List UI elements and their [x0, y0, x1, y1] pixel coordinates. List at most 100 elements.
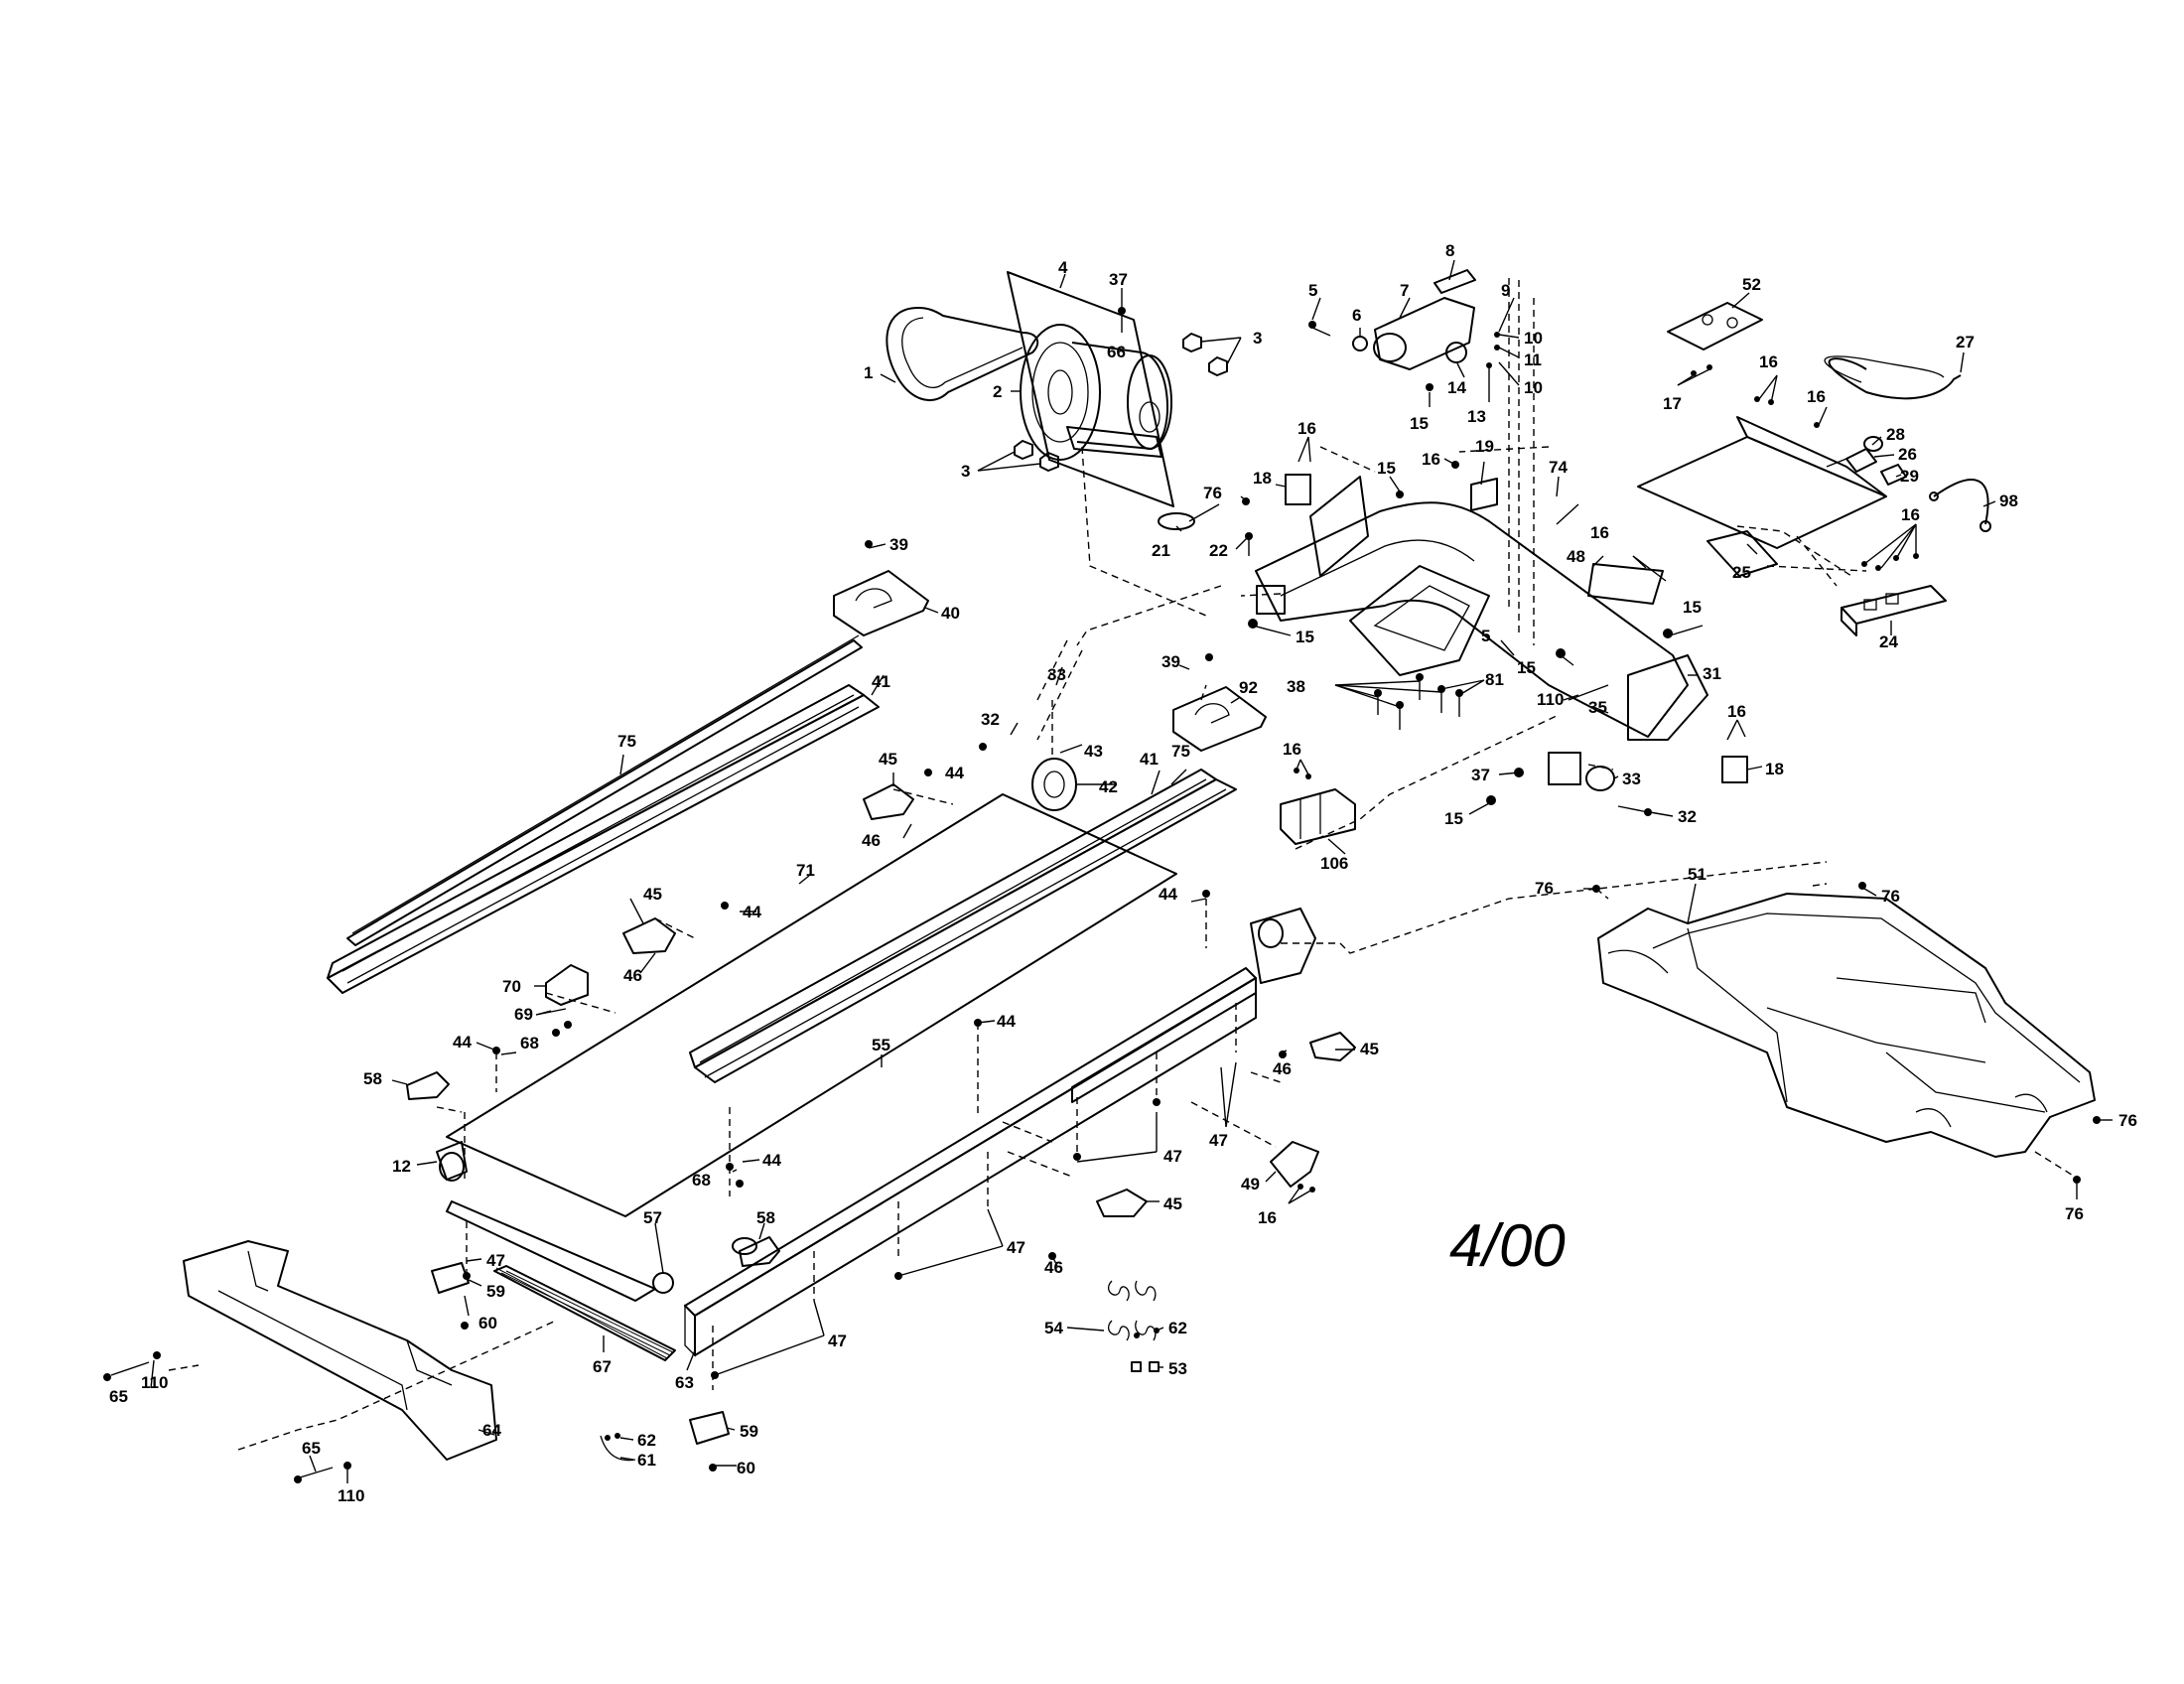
motor-plate — [1007, 271, 1174, 507]
callout-16: 16 — [1590, 523, 1609, 542]
callout-3: 3 — [961, 462, 970, 481]
callout-46: 46 — [1044, 1258, 1063, 1277]
callout-76: 76 — [1203, 484, 1222, 502]
callout-16: 16 — [1297, 419, 1316, 438]
callout-44: 44 — [997, 1012, 1016, 1031]
callout-60: 60 — [478, 1314, 497, 1333]
callout-32: 32 — [981, 710, 1000, 729]
foot-58b — [739, 1236, 780, 1267]
callout-44: 44 — [1159, 885, 1177, 904]
callout-3: 3 — [1253, 329, 1262, 348]
deck-assembly — [436, 758, 1316, 1357]
switch-board — [1841, 585, 1947, 625]
date-code: 4/00 — [1449, 1212, 1566, 1279]
callout-12: 12 — [392, 1157, 411, 1176]
bracket-45c — [1309, 1032, 1356, 1061]
flywheel — [1020, 324, 1101, 461]
callout-28: 28 — [1886, 425, 1905, 444]
callout-74: 74 — [1549, 458, 1568, 477]
callout-46: 46 — [623, 966, 642, 985]
rear-endcap — [103, 1240, 497, 1483]
leveling-foot-59b — [689, 1411, 730, 1445]
callout-65: 65 — [109, 1387, 128, 1406]
callout-27: 27 — [1956, 333, 1975, 351]
power-cord — [1828, 357, 1962, 400]
callout-24: 24 — [1879, 632, 1898, 651]
callout-10: 10 — [1524, 378, 1543, 397]
callout-40: 40 — [941, 604, 960, 623]
callout-76: 76 — [1535, 879, 1554, 898]
endcap-64 — [183, 1240, 497, 1461]
callout-52: 52 — [1742, 275, 1761, 294]
callout-15: 15 — [1517, 658, 1536, 677]
side-rail-right — [694, 778, 1237, 1083]
bracket-49 — [1270, 1141, 1319, 1188]
callout-39: 39 — [889, 535, 908, 554]
callout-1: 1 — [864, 363, 873, 382]
callout-41: 41 — [1140, 750, 1159, 769]
front-pulley — [1031, 758, 1077, 811]
callout-16: 16 — [1901, 505, 1920, 524]
deck-lower — [446, 1200, 656, 1302]
callout-76: 76 — [2065, 1204, 2084, 1223]
running-deck — [446, 793, 1177, 1217]
callout-8: 8 — [1445, 241, 1454, 260]
callout-57: 57 — [643, 1208, 662, 1227]
leveling-foot-59a — [431, 1262, 470, 1294]
drive-belt-teeth — [901, 317, 1024, 388]
callout-16: 16 — [1807, 387, 1826, 406]
callout-19: 19 — [1475, 437, 1494, 456]
callout-45: 45 — [879, 750, 897, 769]
callout-65: 65 — [302, 1439, 321, 1458]
hood-outline — [1597, 893, 2096, 1158]
callout-45: 45 — [643, 885, 662, 904]
callout-41: 41 — [872, 672, 890, 691]
callout-16: 16 — [1422, 450, 1440, 469]
callout-76: 76 — [1881, 887, 1900, 906]
callout-53: 53 — [1168, 1359, 1187, 1378]
callout-61: 61 — [637, 1451, 656, 1470]
callout-35: 35 — [1588, 698, 1607, 717]
callout-59: 59 — [486, 1282, 505, 1301]
callout-25: 25 — [1732, 563, 1751, 582]
callout-54: 54 — [1044, 1319, 1063, 1337]
callout-47: 47 — [1209, 1131, 1228, 1150]
callout-29: 29 — [1900, 467, 1919, 486]
callout-16: 16 — [1283, 740, 1301, 759]
electronics-tray — [1637, 436, 1887, 549]
callout-44: 44 — [945, 764, 964, 782]
callout-6: 6 — [1352, 306, 1361, 325]
callout-75: 75 — [1171, 742, 1190, 761]
motor-assembly — [886, 271, 1253, 556]
callout-69: 69 — [514, 1005, 533, 1024]
callout-67: 67 — [593, 1357, 612, 1376]
motor-body — [1071, 342, 1168, 450]
callout-75: 75 — [617, 732, 636, 751]
callout-47: 47 — [486, 1251, 505, 1270]
callout-18: 18 — [1765, 760, 1784, 778]
callout-37: 37 — [1109, 270, 1128, 289]
left-side-rail — [327, 634, 880, 994]
callout-47: 47 — [1163, 1147, 1182, 1166]
incline-motor — [1308, 269, 1500, 391]
callout-15: 15 — [1410, 414, 1429, 433]
callout-2: 2 — [993, 382, 1002, 401]
callout-42: 42 — [1099, 777, 1118, 796]
callout-9: 9 — [1501, 281, 1510, 300]
callout-44: 44 — [453, 1033, 472, 1052]
grip-strip-67 — [493, 1265, 676, 1361]
callout-64: 64 — [482, 1421, 501, 1440]
bracket-40 — [833, 570, 929, 636]
callout-63: 63 — [675, 1373, 694, 1392]
frame-plate — [1587, 563, 1664, 605]
callout-7: 7 — [1400, 281, 1409, 300]
rear-roller-end — [436, 1141, 468, 1181]
callout-21: 21 — [1152, 541, 1170, 560]
callout-31: 31 — [1703, 664, 1721, 683]
callout-5: 5 — [1481, 627, 1490, 645]
callout-44: 44 — [743, 903, 761, 921]
bracket-45a — [863, 783, 914, 820]
callout-15: 15 — [1683, 598, 1702, 617]
callout-16: 16 — [1258, 1208, 1277, 1227]
bracket-45d — [1096, 1189, 1148, 1217]
